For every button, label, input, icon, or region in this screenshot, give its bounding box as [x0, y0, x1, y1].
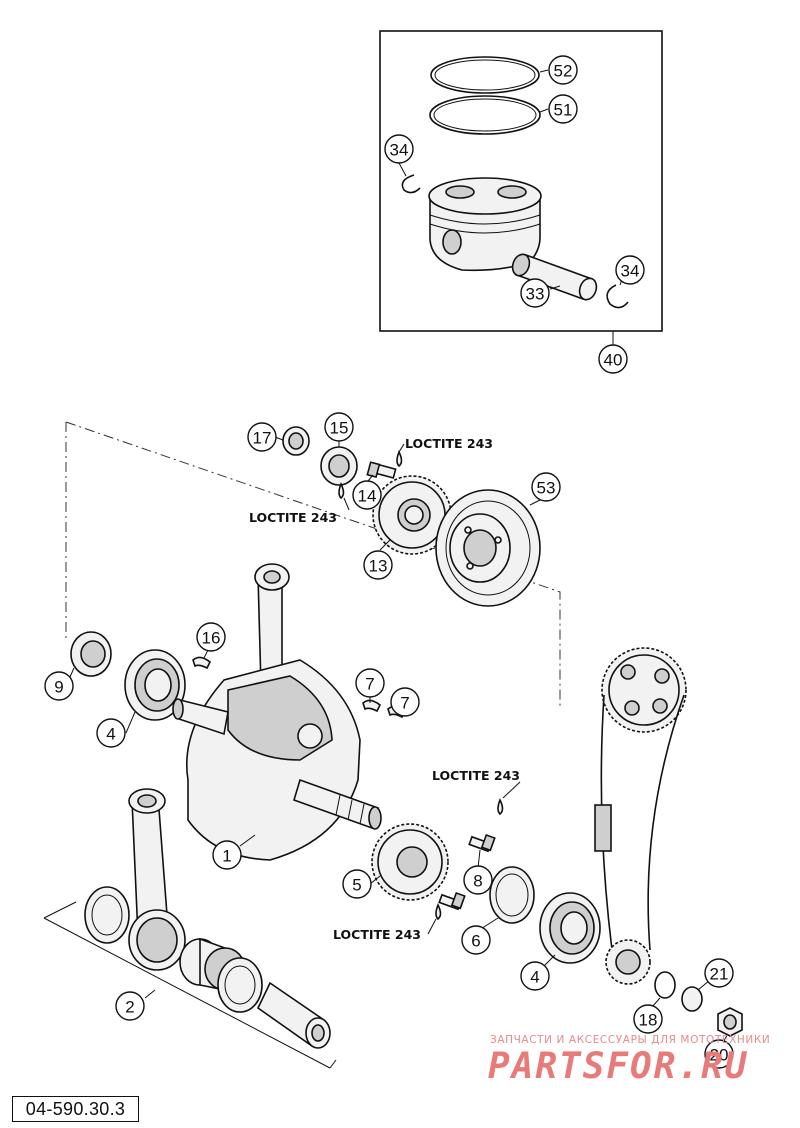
connecting-rod: [128, 788, 186, 971]
svg-text:34: 34: [390, 141, 409, 160]
svg-text:14: 14: [358, 487, 377, 506]
svg-text:40: 40: [604, 351, 623, 370]
svg-text:21: 21: [710, 965, 729, 984]
callout-33: 33: [520, 278, 550, 308]
piston: [428, 177, 542, 272]
svg-text:34: 34: [621, 262, 640, 281]
loctite-drop-right-upper: [497, 798, 504, 816]
piston-kit-frame: [379, 30, 663, 332]
callout-13: 13: [363, 550, 393, 580]
callout-16: 16: [196, 622, 226, 652]
assembly-guide-lines: [65, 421, 561, 708]
balancer-gear: [372, 475, 452, 555]
callout-51: 51: [548, 94, 578, 124]
oil-seal-left: [70, 631, 112, 677]
svg-text:7: 7: [400, 694, 409, 713]
timing-chain-assembly: [594, 647, 687, 985]
oil-seal-small: [282, 426, 310, 456]
conrod-kit-bracket: [43, 901, 337, 1069]
svg-text:7: 7: [365, 675, 374, 694]
callout-40: 40: [598, 344, 628, 374]
gear-bolt-right-b: [438, 891, 466, 911]
svg-text:1: 1: [222, 847, 231, 866]
loctite-label-right: LOCTITE 243: [432, 768, 520, 783]
callout-4-left: 4: [96, 718, 126, 748]
diagram-reference-code: 04-590.30.3: [12, 1096, 139, 1122]
callout-21: 21: [704, 958, 734, 988]
callout-9: 9: [44, 671, 74, 701]
svg-text:33: 33: [526, 285, 545, 304]
woodruff-key-right-a: [362, 699, 382, 713]
piston-pin: [511, 253, 598, 301]
woodruff-key-left: [192, 656, 212, 670]
svg-text:13: 13: [369, 557, 388, 576]
callout-34-upper: 34: [384, 134, 414, 164]
svg-text:2: 2: [125, 998, 134, 1017]
svg-text:17: 17: [253, 429, 272, 448]
rotor-flywheel: [435, 489, 541, 607]
callout-14: 14: [352, 480, 382, 510]
watermark-tagline: ЗАПЧАСТИ И АКСЕССУАРЫ ДЛЯ МОТОТЕХНИКИ: [490, 1034, 771, 1046]
callout-20: 20: [704, 1039, 734, 1069]
svg-text:4: 4: [530, 968, 539, 987]
sprocket-washer: [681, 986, 703, 1012]
loctite-drop-right-lower: [435, 903, 442, 921]
piston-ring-top-inner: [434, 59, 536, 91]
piston-ring-top: [430, 56, 540, 94]
main-bearing-right: [539, 892, 601, 964]
main-bearing-left: [124, 649, 186, 721]
loctite-drop-lower: [338, 482, 345, 500]
loctite-label-mid-left: LOCTITE 243: [249, 510, 337, 525]
callout-4-right: 4: [520, 961, 550, 991]
svg-text:9: 9: [54, 678, 63, 697]
crankshaft: [172, 563, 382, 861]
piston-ring-second: [429, 95, 541, 135]
svg-text:8: 8: [473, 872, 482, 891]
sprocket-nut: [717, 1007, 743, 1037]
svg-text:52: 52: [554, 62, 573, 81]
circlip-right: [606, 284, 629, 309]
callout-52: 52: [548, 55, 578, 85]
piston-ring-second-inner: [433, 98, 537, 132]
crank-pin: [256, 981, 331, 1049]
svg-text:20: 20: [710, 1046, 729, 1065]
callout-1: 1: [212, 840, 242, 870]
shim-washer: [489, 866, 535, 924]
gear-bolt-upper: [366, 461, 397, 479]
callout-7-right: 7: [390, 687, 420, 717]
loctite-label-lower: LOCTITE 243: [333, 927, 421, 942]
callout-15: 15: [324, 412, 354, 442]
callout-8: 8: [463, 865, 493, 895]
svg-text:15: 15: [330, 419, 349, 438]
bearing-small: [320, 446, 358, 486]
circlip-left: [401, 174, 421, 194]
callout-53: 53: [531, 472, 561, 502]
svg-text:51: 51: [554, 101, 573, 120]
callout-34-lower: 34: [615, 255, 645, 285]
svg-text:16: 16: [202, 629, 221, 648]
crankshaft-gear: [371, 823, 449, 901]
callout-6: 6: [461, 925, 491, 955]
svg-text:6: 6: [471, 932, 480, 951]
svg-text:5: 5: [352, 876, 361, 895]
svg-text:18: 18: [639, 1011, 658, 1030]
callout-17: 17: [247, 422, 277, 452]
svg-text:4: 4: [106, 725, 115, 744]
callout-2: 2: [115, 991, 145, 1021]
callout-7-left: 7: [355, 668, 385, 698]
loctite-label-upper: LOCTITE 243: [405, 436, 493, 451]
callout-18: 18: [633, 1004, 663, 1034]
callout-5: 5: [342, 869, 372, 899]
circlip-sprocket: [654, 971, 676, 999]
svg-text:53: 53: [537, 479, 556, 498]
piston-kit-group: [379, 30, 663, 332]
gear-bolt-right-a: [468, 833, 496, 853]
loctite-drop-upper: [396, 450, 403, 468]
watermark-logo: PARTSFOR.RU: [488, 1046, 749, 1087]
